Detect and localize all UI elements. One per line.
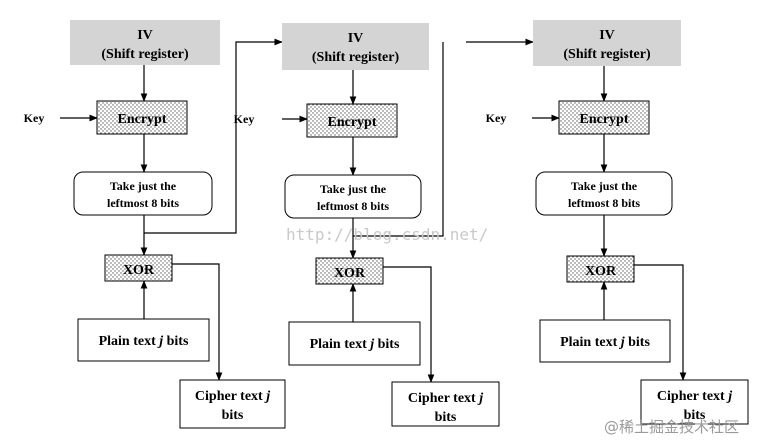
cipher-text-box [179,379,286,429]
xor-to-cipher-arrow [383,266,435,383]
take-label-line2: leftmost 8 bits [107,196,179,210]
iv-shift-register-box [533,20,681,66]
iv-label: IV [137,28,153,43]
encrypt-label: Encrypt [118,112,167,127]
shift-register-label: (Shift register) [563,47,651,62]
connector-layer [60,38,687,383]
plain-text-label-part: Plain text [560,335,621,350]
cipher-text-label: Cipher text j [657,389,732,404]
plain-text-label-part: bits [163,334,189,349]
plain-text-label: Plain text j bits [310,337,400,352]
plain-text-label-part: Plain text [99,334,160,349]
take-label-line2: leftmost 8 bits [568,196,640,210]
xor-box [566,255,635,283]
take-label-line2: leftmost 8 bits [317,199,389,213]
cipher-text-part: j [477,391,483,406]
cipher-text-part: j [726,389,732,404]
key-label: Key [486,111,507,125]
iv-label: IV [348,31,364,46]
take-label-line1: Take just the [110,179,177,193]
key-label: Key [234,112,255,126]
cipher-text-label: Cipher text j [195,389,270,404]
plain-text-box [288,321,421,366]
iv-shift-register-box [282,23,429,70]
encrypt-label: Encrypt [580,112,629,127]
plain-text-label: Plain text j bits [560,335,650,350]
encrypt-box [306,103,398,138]
cipher-text-part: Cipher text [195,389,266,404]
plain-text-label: Plain text j bits [99,334,189,349]
xor-box [315,257,384,285]
corner-logo-text: @稀土掘金技术社区 [604,418,739,436]
xor-label: XOR [585,264,617,279]
encrypt-label: Encrypt [328,115,377,130]
shift-register-label: (Shift register) [312,50,400,65]
take-leftmost-box [535,171,673,216]
plain-text-label-part: bits [625,335,651,350]
plain-text-label-part: j [368,337,374,352]
take-label-line1: Take just the [320,182,387,196]
cipher-text-part: Cipher text [408,391,479,406]
plain-text-label-part: bits [374,337,400,352]
watermark-text: http://blog.csdn.net/ [286,225,488,244]
cipher-bits-label: bits [684,408,706,423]
take-label-line1: Take just the [571,179,638,193]
cipher-text-label: Cipher text j [408,391,483,406]
iv-label: IV [599,28,615,43]
feedback-line-2 [353,42,444,237]
feedback-arrow-1 [144,38,283,234]
encrypt-box [96,100,188,135]
cipher-text-box [640,379,749,425]
xor-to-cipher-arrow [172,263,223,381]
encrypt-box [558,100,650,135]
xor-label: XOR [334,266,366,281]
plain-text-label-part: Plain text [310,337,371,352]
key-label: Key [24,111,45,125]
cipher-text-part: j [264,389,270,404]
cipher-bits-label: bits [435,410,457,425]
plain-text-label-part: j [157,334,163,349]
cipher-text-part: Cipher text [657,389,728,404]
plain-text-box [77,318,210,362]
shift-register-label: (Shift register) [101,47,189,62]
plain-text-box [539,319,671,363]
take-leftmost-box [73,171,213,216]
cipher-text-box [391,381,500,427]
xor-label: XOR [123,263,155,278]
xor-box [104,254,173,282]
take-leftmost-box [284,174,422,219]
iv-shift-register-box [70,20,220,65]
cipher-bits-label: bits [222,408,244,423]
xor-to-cipher-arrow [634,264,687,381]
plain-text-label-part: j [619,335,625,350]
